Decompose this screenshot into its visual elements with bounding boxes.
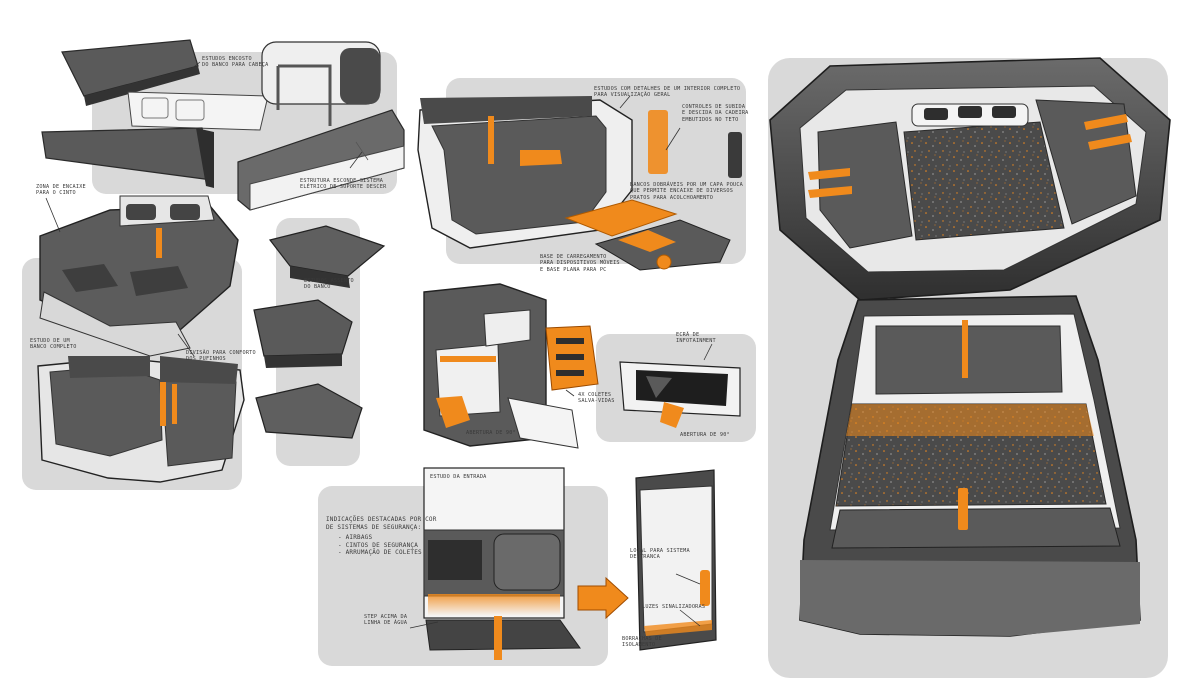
note-seat-cushion: Estudos assento do banco xyxy=(304,278,354,291)
headrest-sketches xyxy=(41,39,405,211)
bench-sketch xyxy=(39,195,239,357)
boat-perspective-view xyxy=(799,295,1141,637)
note-entrance: Estudo da entrada xyxy=(430,474,487,480)
note-screen: Ecrã de infotainment xyxy=(676,332,716,345)
note-ceiling: Controles de subida e descida da cadeira… xyxy=(682,104,749,123)
cushion-sketches xyxy=(253,225,386,439)
bench-sketch-2 xyxy=(37,356,245,483)
note-lights: Luzes sinalizadoras xyxy=(642,604,706,610)
note-highlights-list: - Airbags - Cintos de segurança - Arruma… xyxy=(338,534,422,557)
note-opening-right: Abertura de 90° xyxy=(680,432,730,438)
note-full-bench: Estudo de um banco completo xyxy=(30,338,77,351)
note-lock: Local para sistema de tranca xyxy=(630,548,690,561)
note-frame: Estrutura esconde sistema elétrico de su… xyxy=(300,178,387,191)
boat-top-view xyxy=(769,57,1171,301)
note-interior: Estudos com detalhes de um interior comp… xyxy=(594,86,741,99)
entrance-sketch xyxy=(423,467,717,660)
note-highlights-title: Indicações destacadas por cor de sistema… xyxy=(326,516,437,531)
screen-sketch xyxy=(619,361,741,428)
note-split: Divisão para conforto dos pufinhos xyxy=(186,350,256,363)
leader-lines xyxy=(45,61,713,629)
cabinet-sketch xyxy=(423,283,599,449)
note-rubber: Borrachas de isolamento xyxy=(622,636,662,649)
note-charging: Base de carregamento para dispositivos m… xyxy=(540,254,620,273)
interior-sketch xyxy=(417,96,742,271)
note-opening-left: Abertura de 90° xyxy=(466,430,516,436)
note-headrest: Estudos encosto do banco para cabeça xyxy=(202,56,269,69)
note-step: Step acima da linha de água xyxy=(364,614,408,627)
note-vests: 4x coletes salva-vidas xyxy=(578,392,615,405)
note-belt-zone: Zona de encaixe para o cinto xyxy=(36,184,86,197)
note-bench-drawers: Bancos dobráveis por um capa pouca que p… xyxy=(630,182,743,201)
